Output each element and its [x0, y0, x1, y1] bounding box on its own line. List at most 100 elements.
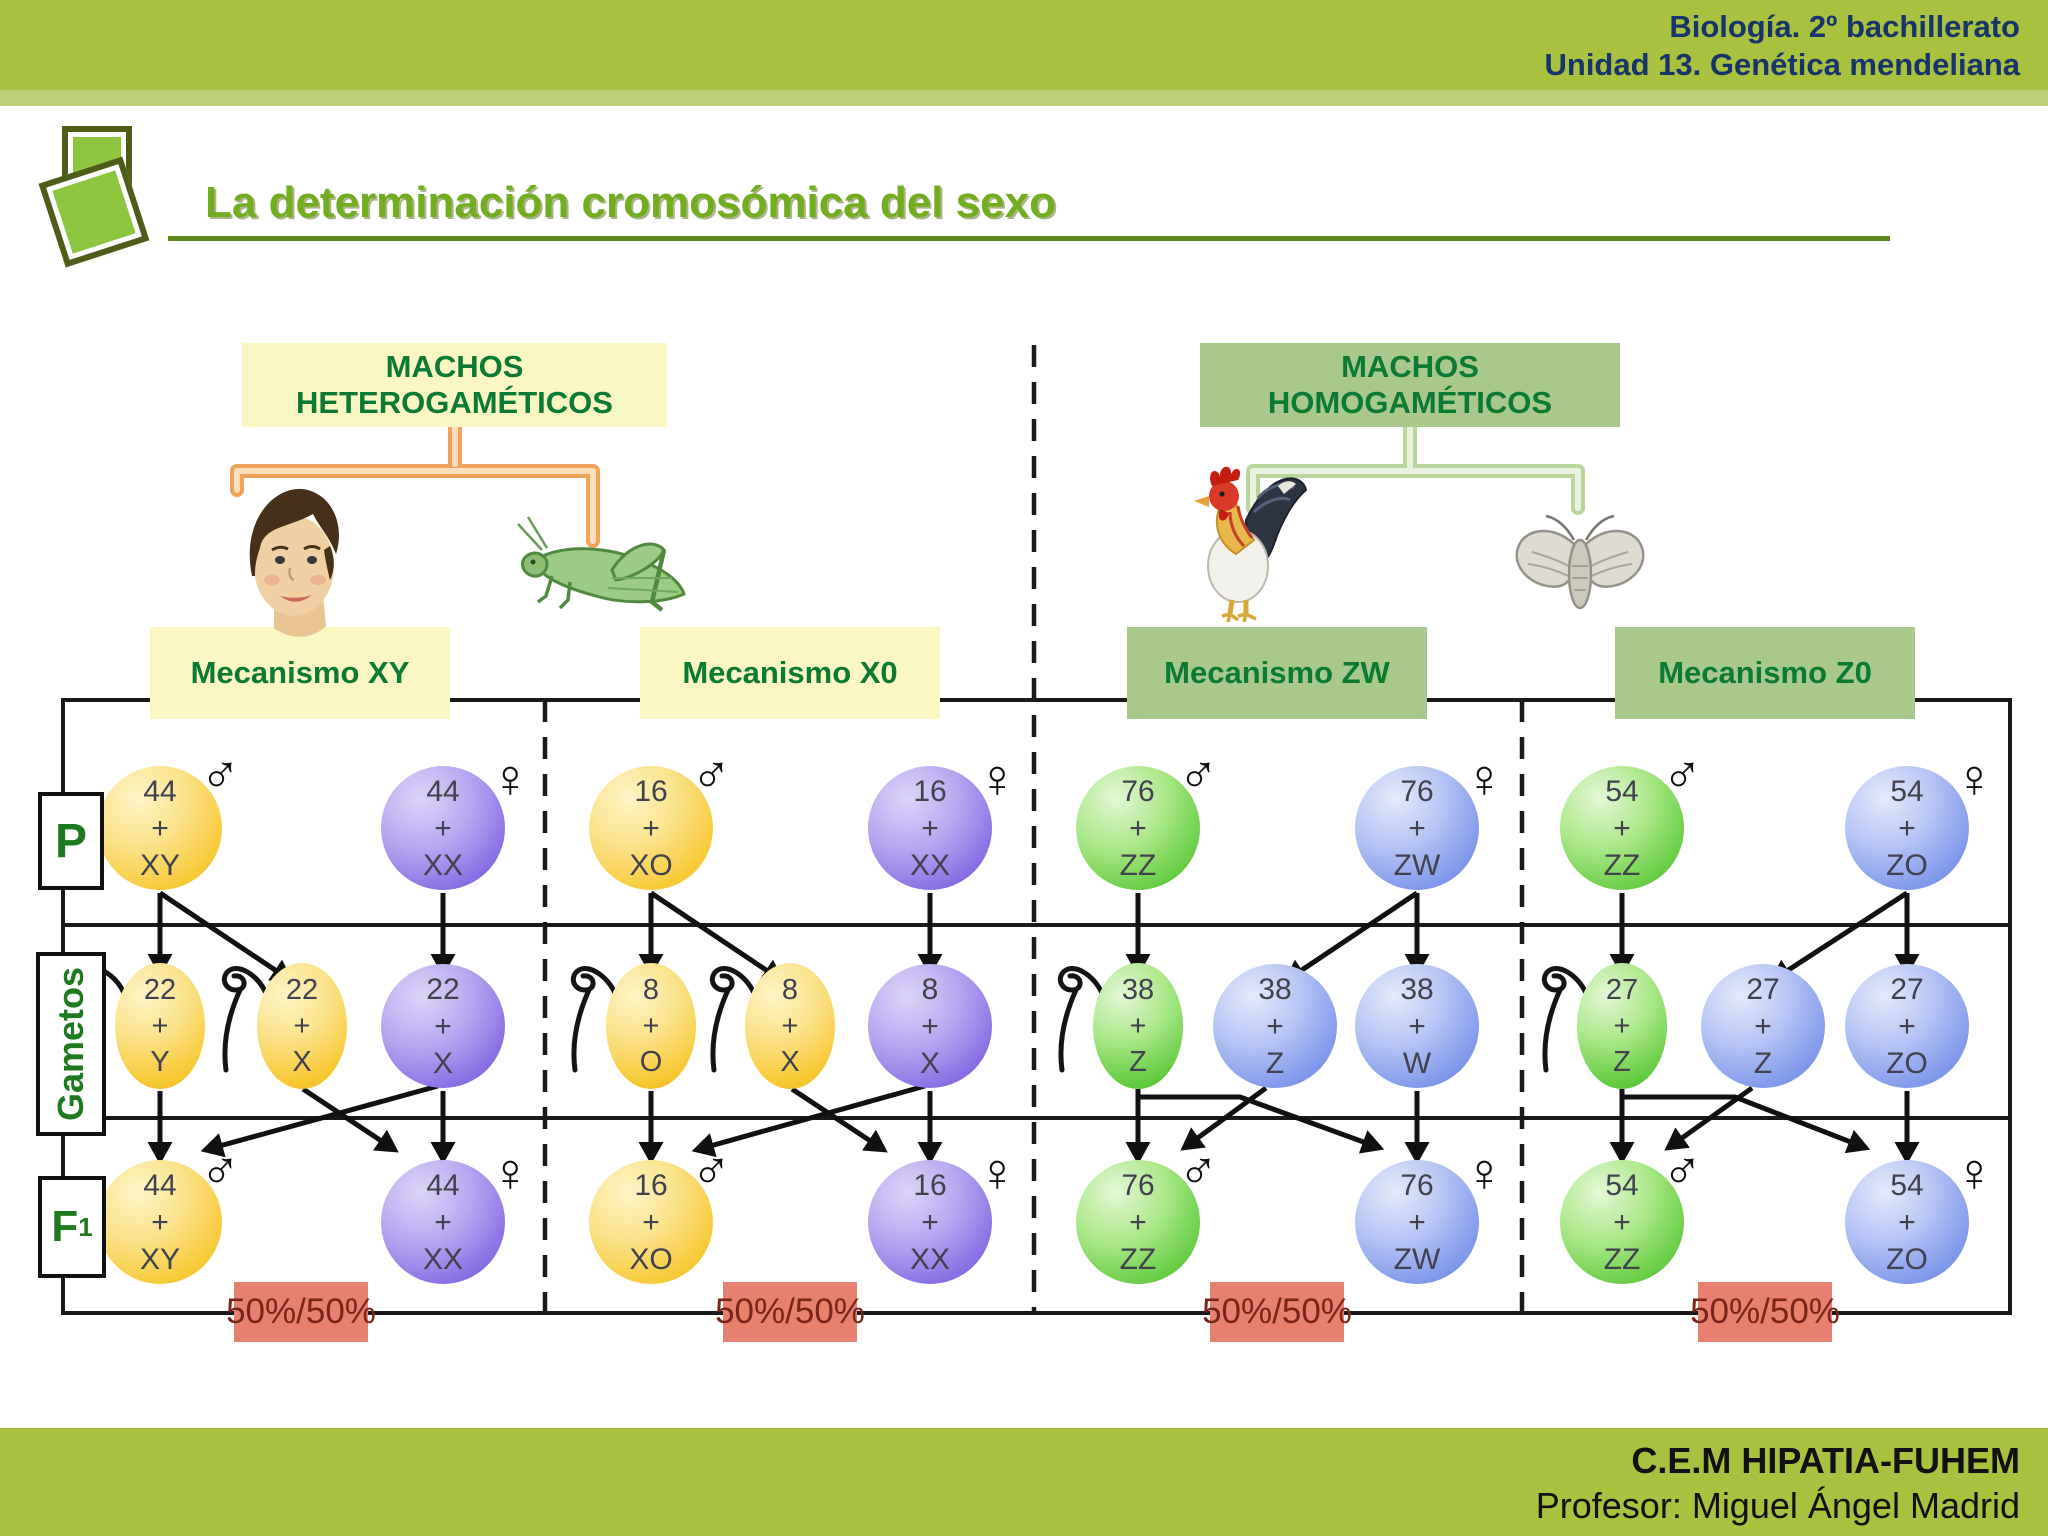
- chromosome-count: 44: [426, 774, 460, 808]
- female-symbol-icon: ♀: [977, 1143, 1018, 1203]
- chromosome-label: X: [780, 1046, 800, 1078]
- gamete-22-x-female: 22+X: [381, 964, 505, 1088]
- chromosome-count: 54: [1890, 1168, 1924, 1202]
- female-symbol-icon: ♀: [490, 749, 531, 809]
- mechanism-x0-box: Mecanismo X0: [640, 627, 940, 719]
- moth-icon: [1515, 514, 1645, 610]
- row-label-f1-text: F: [51, 1202, 79, 1251]
- rooster-icon: [1194, 466, 1308, 623]
- gamete-8-x-female: 8+X: [868, 964, 992, 1088]
- cell-p-male-x0: 16+XO: [589, 766, 713, 890]
- ratio-text: 50%/50%: [1690, 1292, 1840, 1331]
- unit-title: Unidad 13. Genética mendeliana: [1544, 47, 2021, 82]
- cell-f1-male-z0: 54+ZZ: [1560, 1160, 1684, 1284]
- cell-f1-male-x0: 16+XO: [589, 1160, 713, 1284]
- female-symbol-icon: ♀: [490, 1143, 531, 1203]
- male-symbol-icon: ♂: [200, 745, 241, 805]
- plus-sign: +: [921, 1009, 939, 1043]
- chromosome-count: 8: [642, 974, 660, 1006]
- plus-sign: +: [1898, 811, 1916, 845]
- plus-sign: +: [1613, 811, 1631, 845]
- female-symbol-icon: ♀: [977, 749, 1018, 809]
- chromosome-count: 27: [1605, 974, 1639, 1006]
- gamete-38-w-female: 38+W: [1355, 964, 1479, 1088]
- gamete-8-o: 8+O: [606, 963, 696, 1089]
- chromosome-label: ZZ: [1603, 848, 1641, 882]
- cell-f1-female-zw: 76+ZW: [1355, 1160, 1479, 1284]
- cell-f1-male-xy: 44+XY: [98, 1160, 222, 1284]
- chromosome-count: 27: [1746, 972, 1780, 1006]
- plus-sign: +: [921, 1205, 939, 1239]
- title-underline: [168, 236, 1890, 241]
- row-label-p-text: P: [54, 814, 87, 868]
- gamete-8-x: 8+X: [745, 963, 835, 1089]
- chromosome-label: ZO: [1886, 848, 1928, 882]
- plus-sign: +: [921, 811, 939, 845]
- cell-f1-female-xy: 44+XX: [381, 1160, 505, 1284]
- row-label-f1-sub: 1: [78, 1211, 93, 1242]
- chromosome-count: 54: [1890, 774, 1924, 808]
- male-symbol-icon: ♂: [200, 1141, 241, 1201]
- chromosome-count: 76: [1121, 1168, 1155, 1202]
- table-dashed-dividers: [542, 345, 1525, 1313]
- gamete-22-x: 22+X: [257, 963, 347, 1089]
- grasshopper-icon: [517, 516, 686, 612]
- chromosome-count: 38: [1258, 972, 1292, 1006]
- cell-p-female-xy: 44+XX: [381, 766, 505, 890]
- gamete-38-z-female: 38+Z: [1213, 964, 1337, 1088]
- course-header: Biología. 2º bachillerato Unidad 13. Gen…: [1545, 8, 2021, 84]
- ratio-badge-xy: 50%/50%: [226, 1282, 376, 1342]
- professor-name: Profesor: Miguel Ángel Madrid: [1535, 1485, 2020, 1526]
- header-heterogametic-label: MACHOS HETEROGAMÉTICOS: [296, 349, 613, 420]
- chromosome-label: ZZ: [1603, 1242, 1641, 1276]
- top-bar: [0, 0, 2048, 90]
- plus-sign: +: [434, 811, 452, 845]
- chromosome-count: 76: [1400, 1168, 1434, 1202]
- male-symbol-icon: ♂: [1662, 745, 1703, 805]
- chromosome-count: 16: [913, 1168, 947, 1202]
- plus-sign: +: [1266, 1009, 1284, 1043]
- school-name: C.E.M HIPATIA-FUHEM: [1631, 1440, 2020, 1481]
- cross-arrows: [147, 890, 1920, 1165]
- chromosome-label: ZZ: [1119, 848, 1157, 882]
- chromosome-label: X: [919, 1046, 940, 1080]
- chromosome-count: 8: [781, 974, 799, 1006]
- plus-sign: +: [642, 1205, 660, 1239]
- gamete-27-zo-female: 27+ZO: [1845, 964, 1969, 1088]
- course-title: Biología. 2º bachillerato: [1669, 9, 2020, 44]
- chromosome-count: 44: [143, 774, 177, 808]
- plus-sign: +: [434, 1205, 452, 1239]
- chromosome-count: 8: [921, 972, 939, 1006]
- female-symbol-icon: ♀: [1464, 749, 1505, 809]
- cell-f1-female-x0: 16+XX: [868, 1160, 992, 1284]
- chromosome-label: Z: [1613, 1046, 1631, 1078]
- chromosome-count: 16: [634, 774, 668, 808]
- chromosome-label: XO: [629, 1242, 673, 1276]
- chromosome-count: 54: [1605, 774, 1639, 808]
- row-label-gametes: Gametos: [36, 952, 106, 1136]
- green-connector-icon: [1246, 420, 1585, 515]
- plus-sign: +: [1129, 1010, 1147, 1042]
- plus-sign: +: [1408, 1205, 1426, 1239]
- bottom-bar: [0, 1428, 2048, 1536]
- male-symbol-icon: ♂: [1178, 1141, 1219, 1201]
- plus-sign: +: [434, 1009, 452, 1043]
- male-symbol-icon: ♂: [1178, 745, 1219, 805]
- mechanism-xy-box: Mecanismo XY: [150, 627, 450, 719]
- plus-sign: +: [151, 1010, 169, 1042]
- chromosome-label: XO: [629, 848, 673, 882]
- chromosome-label: X: [292, 1046, 312, 1078]
- chromosome-label: ZW: [1393, 1242, 1441, 1276]
- plus-sign: +: [1754, 1009, 1772, 1043]
- chromosome-count: 44: [426, 1168, 460, 1202]
- chromosome-label: ZO: [1886, 1046, 1928, 1080]
- ratio-badge-zw: 50%/50%: [1202, 1282, 1352, 1342]
- chromosome-count: 22: [143, 974, 177, 1006]
- mechanism-zw-box: Mecanismo ZW: [1127, 627, 1427, 719]
- chromosome-count: 16: [913, 774, 947, 808]
- female-symbol-icon: ♀: [1464, 1143, 1505, 1203]
- chromosome-label: Y: [150, 1046, 170, 1078]
- header-heterogametic: MACHOS HETEROGAMÉTICOS: [242, 343, 667, 427]
- orange-connector-icon: [230, 420, 600, 548]
